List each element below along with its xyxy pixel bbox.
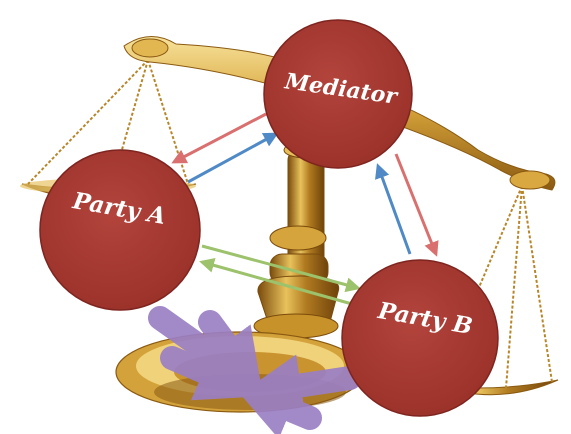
scale-beam bbox=[123, 36, 556, 191]
node-mediator: Mediator bbox=[263, 19, 413, 169]
purple-arrow-4 bbox=[239, 354, 362, 417]
purple-arrow-3 bbox=[198, 310, 263, 394]
scale-pillar bbox=[253, 141, 340, 339]
node-party-a: Party A bbox=[39, 149, 201, 311]
arrow-mediator-to-party-a bbox=[171, 112, 267, 164]
arrow-party-b-to-party-a bbox=[199, 258, 353, 306]
arrow-mediator-to-party-b bbox=[394, 153, 439, 257]
purple-arrows bbox=[148, 306, 362, 434]
right-scale-chains bbox=[437, 185, 553, 389]
arrow-party-a-to-mediator bbox=[187, 132, 279, 184]
arrow-party-b-to-mediator bbox=[375, 163, 412, 255]
arrow-party-a-to-party-b bbox=[201, 244, 361, 293]
purple-arrow-5 bbox=[233, 381, 322, 434]
node-party-b: Party B bbox=[341, 259, 499, 417]
communication-arrows bbox=[171, 112, 439, 306]
